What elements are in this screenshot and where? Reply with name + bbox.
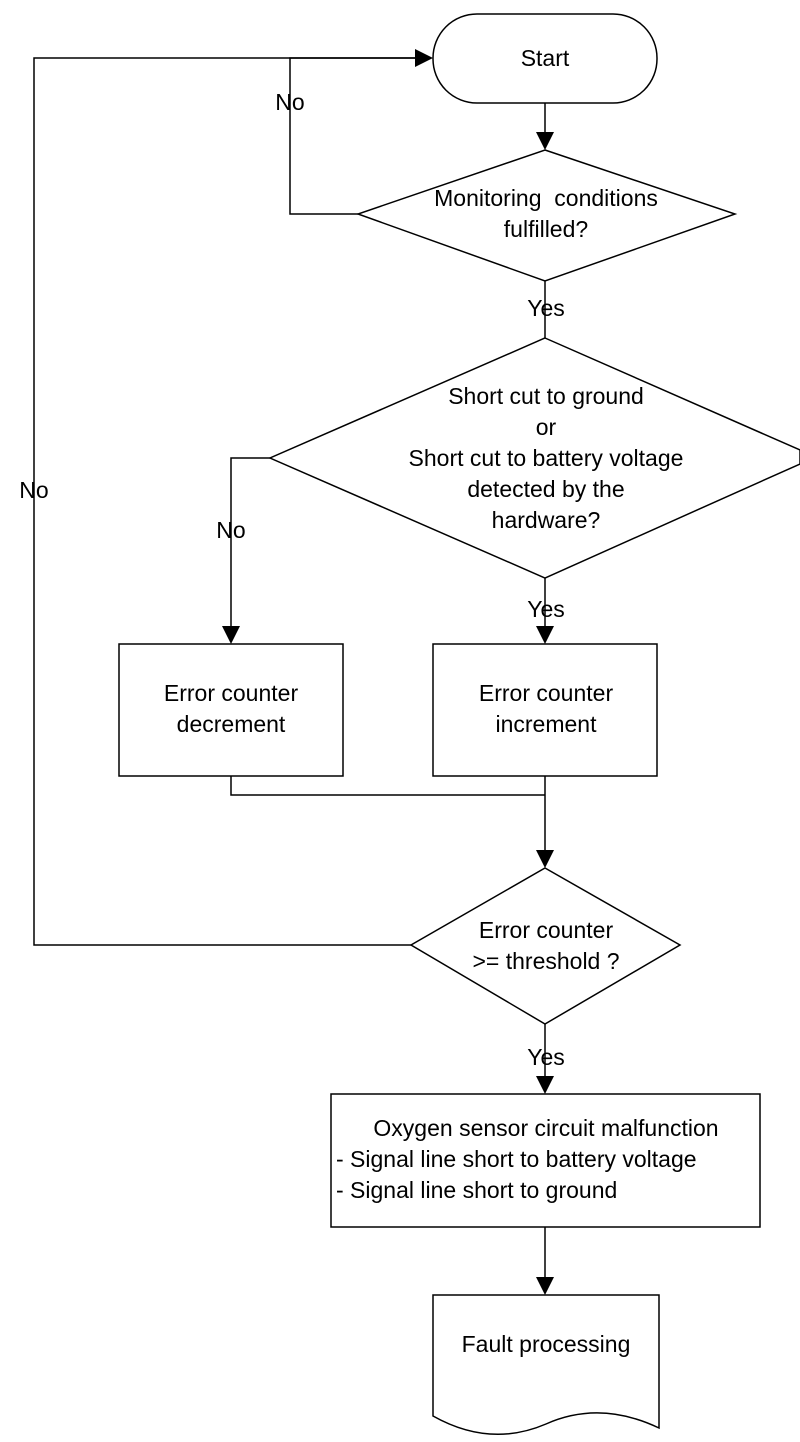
label-yes-shortcut: Yes [527, 596, 565, 622]
connector-shortcut-no [230, 457, 270, 626]
shortcut-line2: or [536, 414, 557, 440]
arrowhead-increment [536, 626, 554, 644]
monitoring-line2: fulfilled? [504, 216, 588, 242]
shortcut-line4: detected by the [467, 476, 624, 502]
increment-box: Error counter increment [432, 643, 658, 777]
decrement-box: Error counter decrement [118, 643, 344, 777]
start-terminator: Start [432, 13, 658, 104]
threshold-line1: Error counter [479, 917, 614, 943]
monitoring-decision: Monitoring conditions fulfilled? [355, 149, 738, 282]
shortcut-line5: hardware? [492, 507, 601, 533]
arrowhead-fault [536, 1277, 554, 1295]
label-yes-monitoring: Yes [527, 295, 565, 321]
label-no-shortcut: No [216, 517, 245, 543]
label-no-monitoring: No [275, 89, 304, 115]
label-no-threshold: No [19, 477, 48, 503]
increment-line2: increment [496, 711, 598, 737]
arrowhead-decrement [222, 626, 240, 644]
arrowhead-monitoring [536, 132, 554, 150]
arrowhead-threshold [536, 850, 554, 868]
fault-label: Fault processing [462, 1331, 631, 1357]
connector-merge [230, 776, 545, 796]
malfunction-line2: - Signal line short to battery voltage [336, 1146, 697, 1172]
increment-line1: Error counter [479, 680, 614, 706]
arrowhead-malfunction [536, 1076, 554, 1094]
label-yes-threshold: Yes [527, 1044, 565, 1070]
connector-threshold-no [33, 57, 415, 946]
shortcut-line1: Short cut to ground [448, 383, 644, 409]
malfunction-box: Oxygen sensor circuit malfunction - Sign… [330, 1093, 761, 1228]
shortcut-line3: Short cut to battery voltage [409, 445, 684, 471]
monitoring-line1: Monitoring conditions [434, 185, 658, 211]
fault-document: Fault processing [432, 1294, 660, 1436]
threshold-decision: Error counter >= threshold ? [409, 867, 682, 1025]
arrowhead-start [415, 49, 433, 67]
malfunction-line3: - Signal line short to ground [336, 1177, 617, 1203]
threshold-line2: >= threshold ? [472, 948, 619, 974]
start-label: Start [521, 45, 570, 71]
shortcut-decision: Short cut to ground or Short cut to batt… [268, 337, 800, 579]
connector-monitoring-no [289, 57, 415, 215]
decrement-line2: decrement [177, 711, 286, 737]
malfunction-line1: Oxygen sensor circuit malfunction [373, 1115, 718, 1141]
decrement-line1: Error counter [164, 680, 299, 706]
